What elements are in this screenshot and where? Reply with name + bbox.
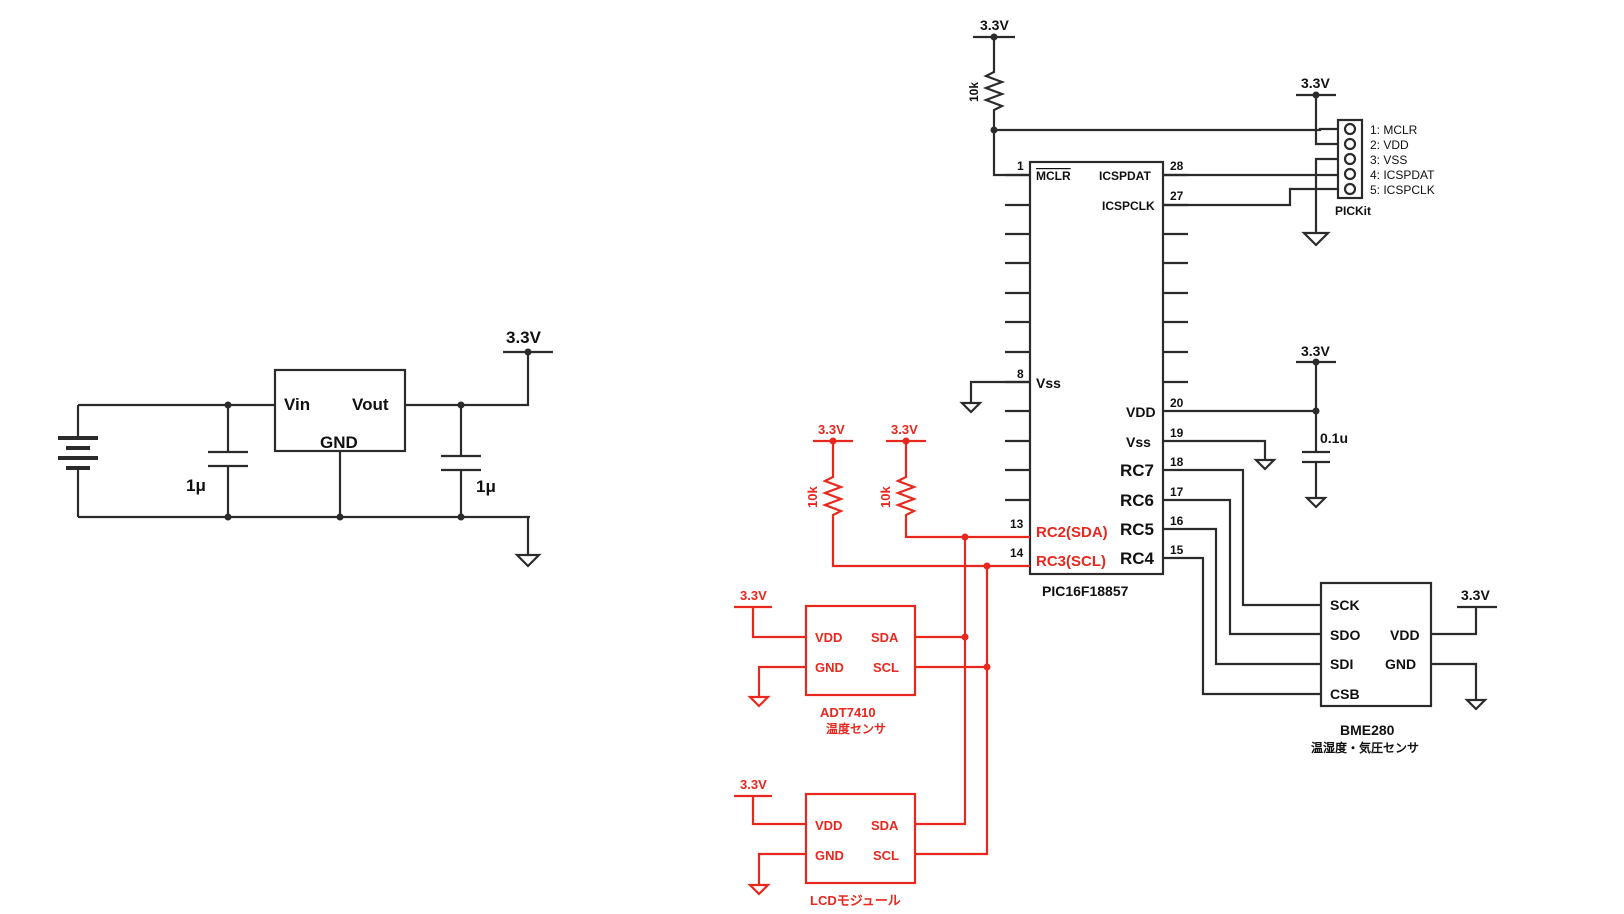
pin-num-28: 28 <box>1170 159 1184 173</box>
lcd-box <box>804 792 917 885</box>
pin-num-8: 8 <box>1017 367 1024 381</box>
pin-label-vdd: VDD <box>1126 404 1156 420</box>
lcd-pin-scl: SCL <box>873 848 899 863</box>
bme-supply-label: 3.3V <box>1461 587 1490 603</box>
pickit-pin-4: 4: ICSPDAT <box>1370 168 1435 182</box>
ground-icon <box>747 695 771 708</box>
bme-pin-gnd: GND <box>1385 656 1416 672</box>
ground-icon <box>1304 496 1328 509</box>
pin-num-18: 18 <box>1170 455 1184 469</box>
pullup-b-resistor <box>894 441 1030 539</box>
adt-pin-vdd: VDD <box>815 630 842 645</box>
decoupling-cap-label: 0.1u <box>1320 430 1348 446</box>
adt-name: ADT7410 <box>820 705 876 720</box>
adt-pin-scl: SCL <box>873 660 899 675</box>
pin-num-13: 13 <box>1010 517 1024 531</box>
bme280-box <box>1319 581 1433 708</box>
pullup-a-resistor <box>821 441 1030 568</box>
adt7410-box <box>804 604 917 697</box>
lcd-pin-gnd: GND <box>815 848 844 863</box>
pin-label-rc7: RC7 <box>1120 461 1154 480</box>
pin-label-vss-left: Vss <box>1036 375 1061 391</box>
cap-in-label: 1μ <box>186 476 206 495</box>
pin-num-15: 15 <box>1170 543 1184 557</box>
ground-icon <box>1253 458 1277 471</box>
mcu-left-pin-stubs <box>1005 173 1030 502</box>
pin-label-mclr: MCLR <box>1036 169 1071 183</box>
pin-label-rc6: RC6 <box>1120 491 1154 510</box>
pin-label-icspdat: ICSPDAT <box>1099 169 1151 183</box>
regulator-section: 1μ Vin Vout GND 3.3V 1μ <box>58 328 553 568</box>
ground-icon <box>747 883 771 896</box>
decoupling-section: 3.3V 0.1u <box>1163 343 1348 509</box>
pin-num-17: 17 <box>1170 485 1184 499</box>
adt-supply-label: 3.3V <box>740 588 767 603</box>
lcd-name: LCDモジュール <box>810 893 901 908</box>
reg-vin-label: Vin <box>284 395 310 414</box>
pin-num-1: 1 <box>1017 159 1024 173</box>
pin-label-rc2: RC2(SDA) <box>1036 524 1108 541</box>
pin-num-27: 27 <box>1170 189 1184 203</box>
pullup-b-label: 10k <box>878 486 893 508</box>
adt-desc: 温度センサ <box>826 721 886 736</box>
lcd-section: VDD GND SDA SCL 3.3V LCDモジュール <box>734 777 917 908</box>
mclr-supply-label: 3.3V <box>980 17 1009 33</box>
pin-num-16: 16 <box>1170 514 1184 528</box>
decoupling-supply-label: 3.3V <box>1301 343 1330 359</box>
bme-desc: 温湿度・気圧センサ <box>1311 740 1419 755</box>
pickit-pin-1: 1: MCLR <box>1370 123 1418 137</box>
bme280-section: SCK SDO SDI CSB VDD GND 3.3V BME280 温湿度・… <box>1163 468 1497 755</box>
adt7410-section: VDD GND SDA SCL 3.3V ADT7410 温度センサ <box>734 588 917 736</box>
pickit-supply-label: 3.3V <box>1301 75 1330 91</box>
cap-out-label: 1μ <box>476 477 496 496</box>
bme-name: BME280 <box>1340 722 1395 738</box>
pin-label-icspclk: ICSPCLK <box>1102 199 1155 213</box>
mcu-body <box>1028 160 1165 576</box>
pin-label-vss-right: Vss <box>1126 434 1151 450</box>
bme-pin-csb: CSB <box>1330 686 1360 702</box>
pin-label-rc4: RC4 <box>1120 549 1155 568</box>
pin-label-rc5: RC5 <box>1120 520 1154 539</box>
mclr-resistor <box>982 37 1030 177</box>
ground-icon <box>1464 698 1488 711</box>
pin-num-19: 19 <box>1170 426 1184 440</box>
reg-gnd-label: GND <box>320 433 358 452</box>
lcd-pin-sda: SDA <box>871 818 899 833</box>
battery-symbol <box>58 405 98 517</box>
bme-pin-sck: SCK <box>1330 597 1360 613</box>
pickit-pin-2: 2: VDD <box>1370 138 1409 152</box>
ground-icon <box>959 401 983 414</box>
reg-vout-label: Vout <box>352 395 389 414</box>
mclr-res-label: 10k <box>967 82 981 102</box>
bme-pin-sdo: SDO <box>1330 627 1360 643</box>
mcu-section: PIC16F18857 1 M <box>959 17 1188 599</box>
mcu-name: PIC16F18857 <box>1042 583 1129 599</box>
pullup-a-label: 10k <box>805 486 820 508</box>
i2c-pullups: 3.3V 10k 3.3V 10k <box>805 422 1030 856</box>
lcd-pin-vdd: VDD <box>815 818 842 833</box>
adt-pin-gnd: GND <box>815 660 844 675</box>
pickit-pin-3: 3: VSS <box>1370 153 1407 167</box>
reg-supply-label: 3.3V <box>506 328 542 347</box>
pickit-connector <box>1336 118 1364 200</box>
pullup-a-supply: 3.3V <box>818 422 845 437</box>
bme-pin-sdi: SDI <box>1330 656 1353 672</box>
pin-num-20: 20 <box>1170 396 1184 410</box>
ground-icon <box>514 553 542 568</box>
pickit-section: 3.3V PICKit 1: MCLR 2: VDD 3: VSS 4: ICS… <box>994 75 1435 247</box>
pullup-b-supply: 3.3V <box>891 422 918 437</box>
adt-pin-sda: SDA <box>871 630 899 645</box>
pin-label-rc3: RC3(SCL) <box>1036 553 1106 570</box>
bme-pin-vdd: VDD <box>1390 627 1420 643</box>
pickit-name: PICKit <box>1335 204 1371 218</box>
lcd-supply-label: 3.3V <box>740 777 767 792</box>
ground-icon <box>1301 231 1331 247</box>
pin-num-14: 14 <box>1010 546 1024 560</box>
pickit-pin-5: 5: ICSPCLK <box>1370 183 1435 197</box>
